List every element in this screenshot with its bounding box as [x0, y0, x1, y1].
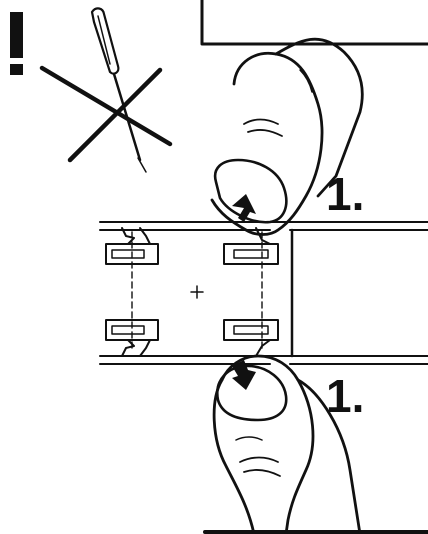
clip-upper-right: [223, 227, 279, 265]
arrow-up-icon: [232, 194, 256, 222]
step-label-bottom: 1.: [326, 370, 364, 422]
clip-lower-left: [105, 319, 159, 357]
step-label-top: 1.: [326, 168, 364, 220]
lower-finger: [212, 354, 362, 534]
arrow-down-icon: [232, 360, 256, 390]
clip-upper-left: [105, 227, 159, 265]
crossed-screwdriver-icon: [39, 7, 173, 173]
upper-finger: [210, 37, 364, 236]
top-callout-frame: [200, 0, 428, 46]
warning-exclamation-icon: [10, 12, 23, 75]
clip-lower-right: [223, 319, 279, 357]
